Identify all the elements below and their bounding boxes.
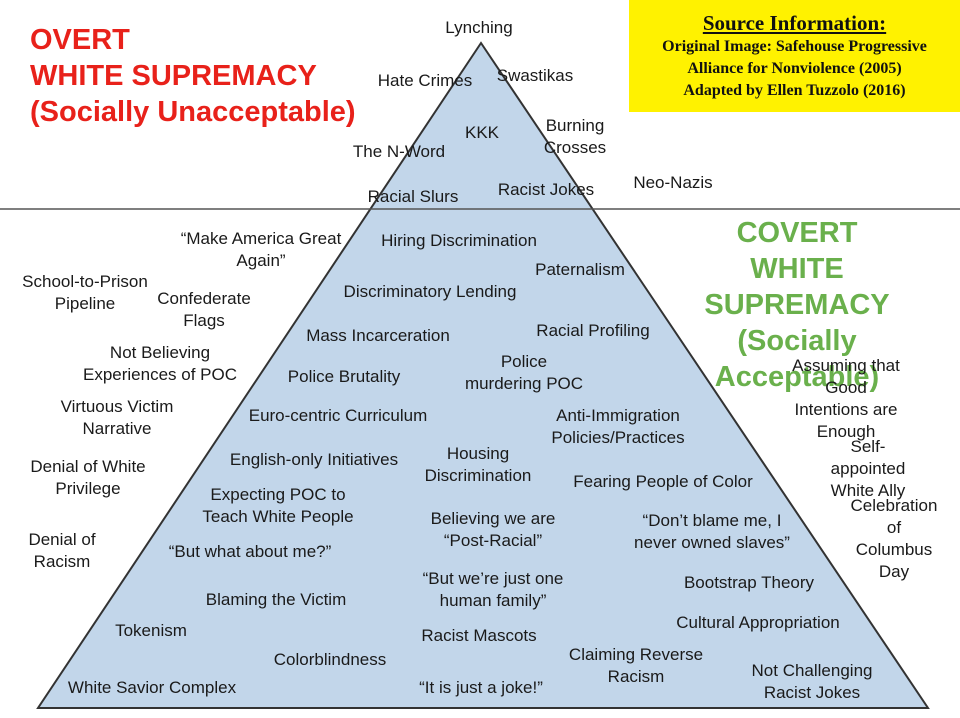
covert-heading: COVERT WHITE SUPREMACY (Socially Accepta… [704, 217, 890, 393]
covert-item-white-savior-complex: White Savior Complex [67, 678, 237, 697]
overt-item-kkk: KKK [464, 123, 500, 142]
covert-item-cultural-appropriation: Cultural Appropriation [676, 613, 840, 632]
covert-item-expecting-poc-to-teach: Expecting POC to Teach White People [202, 485, 354, 526]
overt-item-neo-nazis: Neo-Nazis [633, 173, 713, 192]
covert-item-police-brutality: Police Brutality [287, 367, 401, 386]
overt-item-racist-jokes: Racist Jokes [497, 180, 595, 199]
covert-item-assuming-good-intentions: Assuming that Good Intentions are Enough [792, 356, 900, 441]
covert-item-bootstrap-theory: Bootstrap Theory [683, 573, 815, 592]
covert-item-claiming-reverse-racism: Claiming Reverse Racism [568, 645, 704, 686]
overt-item-burning-crosses: Burning Crosses [543, 116, 607, 157]
covert-item-discriminatory-lending: Discriminatory Lending [343, 282, 517, 301]
covert-item-blaming-the-victim: Blaming the Victim [205, 590, 347, 609]
covert-item-housing-discrimination: Housing Discrimination [424, 444, 532, 485]
source-line: Alliance for Nonviolence (2005) [687, 60, 902, 77]
covert-item-post-racial: Believing we are “Post-Racial” [430, 509, 556, 550]
covert-item-paternalism: Paternalism [535, 260, 625, 279]
covert-item-fearing-people-of-color: Fearing People of Color [573, 472, 753, 491]
covert-item-not-believing-experiences: Not Believing Experiences of POC [82, 343, 238, 384]
covert-item-mass-incarceration: Mass Incarceration [306, 326, 450, 345]
covert-item-columbus-day: Celebration of Columbus Day [850, 496, 938, 581]
covert-item-make-america-great-again: “Make America Great Again” [180, 229, 342, 270]
source-title: Source Information: [702, 11, 887, 35]
overt-heading: OVERT WHITE SUPREMACY (Socially Unaccept… [30, 24, 356, 128]
covert-item-confederate-flags: Confederate Flags [157, 289, 251, 330]
covert-item-not-challenging-racist-jokes: Not Challenging Racist Jokes [751, 661, 873, 702]
covert-item-one-human-family: “But we’re just one human family” [422, 569, 564, 610]
overt-item-swastikas: Swastikas [496, 66, 574, 85]
covert-item-virtuous-victim-narrative: Virtuous Victim Narrative [60, 397, 174, 438]
overt-item-racial-slurs: Racial Slurs [367, 187, 459, 206]
source-line: Original Image: Safehouse Progressive [662, 38, 927, 55]
covert-item-tokenism: Tokenism [115, 621, 187, 640]
overt-item-lynching: Lynching [445, 18, 513, 37]
covert-item-anti-immigration: Anti-Immigration Policies/Practices [551, 406, 685, 447]
covert-item-denial-of-white-privilege: Denial of White Privilege [30, 457, 146, 498]
covert-item-english-only-initiatives: English-only Initiatives [229, 450, 399, 469]
covert-item-police-murdering-poc: Police murdering POC [464, 352, 584, 393]
overt-item-hate-crimes: Hate Crimes [377, 71, 473, 90]
covert-item-hiring-discrimination: Hiring Discrimination [381, 231, 537, 250]
covert-item-euro-centric-curriculum: Euro-centric Curriculum [248, 406, 428, 425]
covert-item-racial-profiling: Racial Profiling [536, 321, 650, 340]
covert-item-it-is-just-a-joke: “It is just a joke!” [419, 678, 543, 697]
covert-item-self-appointed-white-ally: Self-appointed White Ally [830, 437, 906, 500]
source-line: Adapted by Ellen Tuzzolo (2016) [683, 82, 906, 99]
overt-item-the-n-word: The N-Word [352, 142, 446, 161]
pyramid-shape [36, 41, 930, 709]
covert-item-denial-of-racism: Denial of Racism [28, 530, 96, 571]
covert-item-dont-blame-me: “Don’t blame me, I never owned slaves” [634, 511, 790, 552]
covert-item-colorblindness: Colorblindness [273, 650, 387, 669]
covert-item-racist-mascots: Racist Mascots [421, 626, 537, 645]
covert-item-school-to-prison-pipeline: School-to-Prison Pipeline [22, 272, 148, 313]
covert-item-but-what-about-me: “But what about me?” [168, 542, 332, 561]
source-info-box: Source Information: Original Image: Safe… [629, 0, 960, 112]
